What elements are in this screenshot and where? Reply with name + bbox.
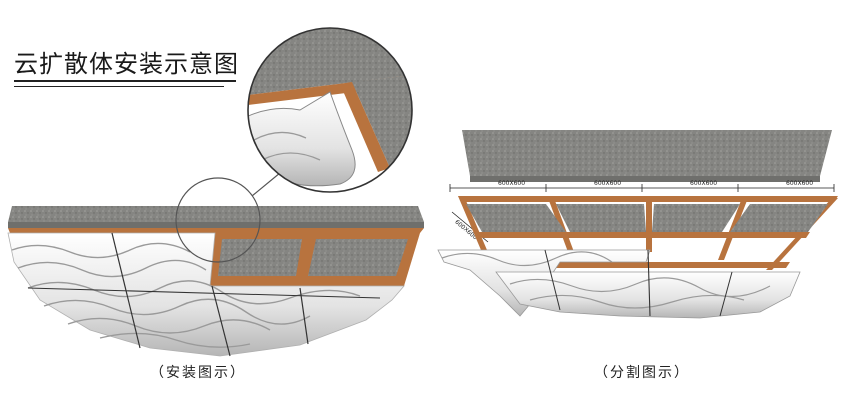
exposed-frame-grid (210, 233, 420, 286)
install-caption: （安装图示） (150, 365, 246, 381)
zoom-frame-side (340, 82, 390, 172)
title-underline-1 (14, 80, 236, 82)
dimension-label-1: 600X600 (498, 180, 525, 187)
split-caption: （分割图示） (594, 365, 690, 381)
zoom-ring (247, 27, 413, 193)
split-illustration: 600X600 600X600 600X600 600X600 600X600 (437, 130, 838, 319)
frame-rim (8, 228, 424, 233)
split-stone-slab (462, 130, 832, 176)
title-underline-2 (14, 86, 224, 87)
wave-panels (7, 232, 405, 357)
stone-cell-2 (308, 239, 408, 276)
install-illustration (7, 167, 424, 357)
split-stone-edge (470, 176, 820, 182)
stone-slab-top (8, 206, 424, 222)
stone-cell-1 (218, 239, 302, 276)
diagram-title: 云扩散体安装示意图 (14, 50, 239, 78)
magnifier-ring (175, 177, 261, 263)
zoom-wave-panel (248, 91, 356, 187)
stone-slab-edge (8, 222, 424, 228)
dimension-label-4: 600X600 (786, 180, 813, 187)
split-wave-panels (437, 249, 801, 319)
dimension-label-2: 600X600 (594, 180, 621, 187)
zoom-detail (247, 27, 413, 193)
dimension-label-3: 600X600 (690, 180, 717, 187)
